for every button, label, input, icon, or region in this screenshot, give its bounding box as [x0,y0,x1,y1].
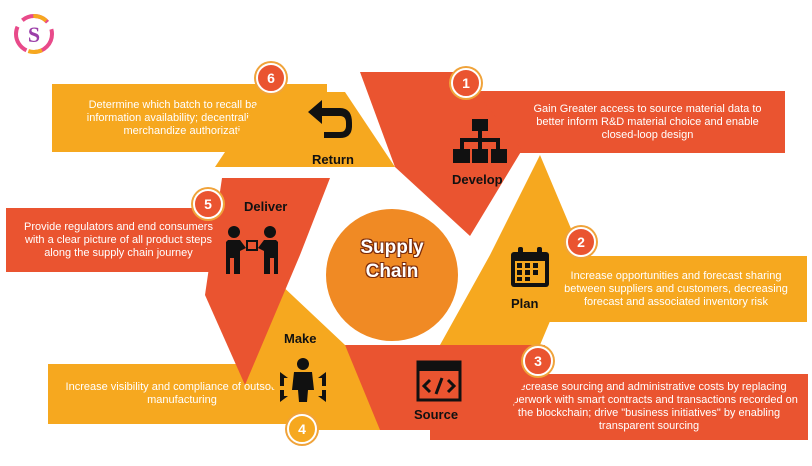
stage-3-badge: 3 [523,346,553,376]
handover-icon [226,226,278,274]
worker-arrows-icon [280,358,326,402]
segment-return [215,92,395,167]
calendar-icon [511,247,549,287]
stage-4-description: Increase visibility and compliance of ou… [65,381,299,406]
stage-1-description: Gain Greater access to source material d… [533,102,762,141]
center-title: Supply Chain [330,236,454,284]
center-title-line1: Supply [360,237,424,258]
return-arrow-icon [308,100,352,138]
stage-3-label: Source [414,407,459,422]
center-circle [326,209,458,341]
svg-text:S: S [28,22,40,47]
stage-1-badge: 1 [451,68,481,98]
stage-4-label: Make [284,331,317,346]
stage-2-description-band: Increase opportunities and forecast shar… [545,256,807,322]
stage-6-description: Determine which batch to recall based on… [86,98,293,137]
stage-5-description: Provide regulators and end consumers wit… [24,220,213,259]
stage-4-badge: 4 [287,414,317,444]
segment-plan [440,155,580,345]
stage-6-label: Return [312,152,354,167]
s-logo-icon: S [14,14,54,54]
stage-3-description: Decrease sourcing and administrative cos… [500,381,798,432]
hierarchy-icon [453,119,507,163]
stage-5-description-band: Provide regulators and end consumers wit… [6,208,231,272]
segment-source [345,345,545,430]
stage-5-label: Deliver [244,199,288,214]
stage-2-label: Plan [511,296,539,311]
center-title-line2: Chain [365,261,419,282]
stage-6-badge: 6 [256,63,286,93]
stage-1-label: Develop [452,172,503,187]
stage-6-description-band: Determine which batch to recall based on… [52,84,327,152]
segment-develop [360,72,522,236]
stage-2-badge: 2 [566,227,596,257]
code-window-icon [416,360,462,402]
stage-2-description: Increase opportunities and forecast shar… [564,269,788,308]
stage-5-badge: 5 [193,189,223,219]
